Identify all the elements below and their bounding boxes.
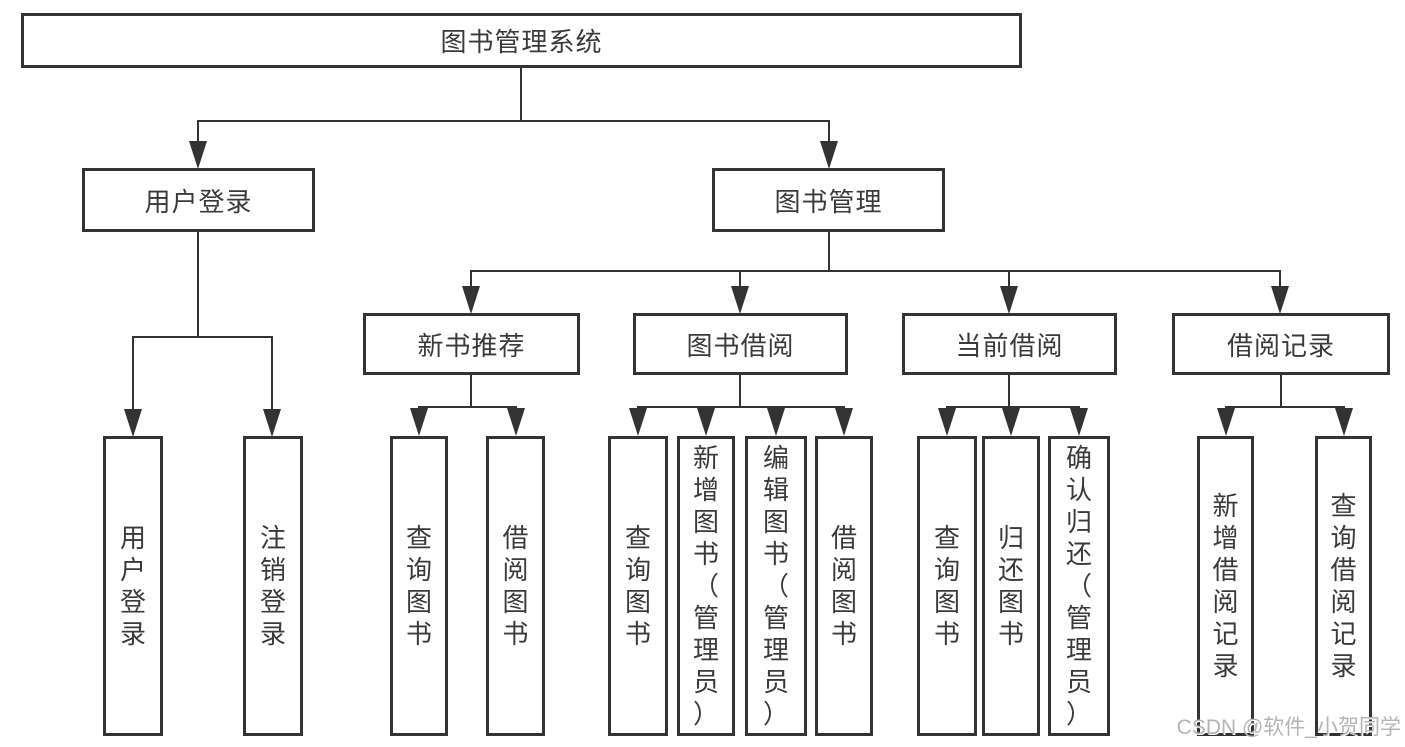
connector-book-borrow-bar — [637, 406, 845, 408]
arrowhead-new-book-child-2 — [507, 408, 525, 436]
leaf-edit-books-admin: 编 辑 图 书 （ 管 理 员 ） — [745, 436, 807, 736]
arrowhead-current-borrow-child-2 — [1002, 408, 1020, 436]
node-book-borrowing-label: 图书借阅 — [686, 330, 795, 361]
arrowhead-to-book-management — [820, 141, 838, 169]
connector-current-borrow-stem — [1008, 375, 1010, 408]
node-library-management-system-label: 图书管理系统 — [440, 27, 603, 57]
leaf-add-borrow-record: 新 增 借 阅 记 录 — [1197, 436, 1254, 736]
connector-book-mgmt-shaft-3 — [1008, 270, 1010, 292]
leaf-current-query-books: 查 询 图 书 — [917, 436, 977, 736]
connector-book-mgmt-stem — [828, 232, 830, 272]
leaf-newbook-borrow-books-label: 借 阅 图 书 — [502, 523, 529, 649]
leaf-user-login-label: 用 户 登 录 — [119, 523, 146, 649]
connector-root-stem — [520, 68, 522, 122]
arrowhead-to-borrow-record — [1271, 286, 1289, 314]
connector-book-mgmt-bar — [470, 270, 1281, 272]
node-current-borrowing-label: 当前借阅 — [955, 330, 1064, 361]
connector-root-shaft-right — [828, 120, 830, 146]
node-book-management-branch: 图书管理 — [712, 168, 945, 232]
leaf-add-borrow-record-label: 新 增 借 阅 记 录 — [1212, 491, 1239, 681]
arrowhead-book-borrow-child-3 — [767, 408, 785, 436]
leaf-newbook-borrow-books: 借 阅 图 书 — [486, 436, 545, 736]
leaf-borrow-books: 借 阅 图 书 — [815, 436, 873, 736]
arrowhead-book-borrow-child-2 — [697, 408, 715, 436]
leaf-borrow-query-books: 查 询 图 书 — [608, 436, 668, 736]
leaf-return-books: 归 还 图 书 — [982, 436, 1040, 736]
connector-user-login-stem — [197, 232, 199, 338]
arrowhead-to-new-book — [462, 286, 480, 314]
connector-current-borrow-bar — [946, 406, 1080, 408]
arrowhead-current-borrow-child-1 — [938, 408, 956, 436]
connector-root-shaft-left — [197, 120, 199, 146]
leaf-return-books-label: 归 还 图 书 — [997, 523, 1024, 649]
leaf-add-books-admin: 新 增 图 书 （ 管 理 员 ） — [677, 436, 735, 736]
connector-borrow-record-bar — [1225, 406, 1345, 408]
node-borrowing-records-label: 借阅记录 — [1226, 330, 1335, 361]
csdn-watermark: CSDN @软件_小贺同学 — [1176, 716, 1401, 739]
node-library-management-system: 图书管理系统 — [21, 13, 1022, 68]
leaf-newbook-query-books-label: 查 询 图 书 — [405, 523, 432, 649]
leaf-add-books-admin-label: 新 增 图 书 （ 管 理 员 ） — [692, 443, 719, 729]
arrowhead-borrow-record-child-1 — [1217, 408, 1235, 436]
leaf-user-login: 用 户 登 录 — [103, 436, 163, 736]
leaf-confirm-return-admin-label: 确 认 归 还 （ 管 理 员 ） — [1065, 443, 1092, 729]
arrowhead-to-book-borrow — [731, 286, 749, 314]
leaf-borrow-books-label: 借 阅 图 书 — [830, 523, 857, 649]
arrowhead-new-book-child-1 — [410, 408, 428, 436]
leaf-logout: 注 销 登 录 — [243, 436, 303, 736]
leaf-query-borrow-record-label: 查 询 借 阅 记 录 — [1330, 491, 1357, 681]
arrowhead-to-login-leaf — [124, 409, 142, 437]
leaf-newbook-query-books: 查 询 图 书 — [390, 436, 448, 736]
connector-user-login-shaft-left — [132, 336, 134, 414]
connector-root-bar — [197, 120, 830, 122]
leaf-edit-books-admin-label: 编 辑 图 书 （ 管 理 员 ） — [762, 443, 789, 729]
arrowhead-current-borrow-child-3 — [1070, 408, 1088, 436]
leaf-current-query-books-label: 查 询 图 书 — [933, 523, 960, 649]
node-new-book-recommend-label: 新书推荐 — [417, 330, 526, 361]
arrowhead-to-logout-leaf — [263, 409, 281, 437]
arrowhead-book-borrow-child-1 — [629, 408, 647, 436]
connector-user-login-shaft-right — [271, 336, 273, 414]
node-new-book-recommend: 新书推荐 — [363, 313, 580, 375]
node-user-login-branch-label: 用户登录 — [144, 186, 253, 217]
connector-book-mgmt-shaft-4 — [1279, 270, 1281, 292]
node-borrowing-records: 借阅记录 — [1172, 313, 1390, 375]
node-book-management-branch-label: 图书管理 — [774, 186, 883, 217]
arrowhead-to-current-borrow — [1000, 286, 1018, 314]
connector-new-book-stem — [470, 375, 472, 408]
node-book-borrowing: 图书借阅 — [633, 313, 848, 375]
connector-book-mgmt-shaft-2 — [739, 270, 741, 292]
leaf-query-borrow-record: 查 询 借 阅 记 录 — [1315, 436, 1372, 736]
leaf-confirm-return-admin: 确 认 归 还 （ 管 理 员 ） — [1048, 436, 1110, 736]
connector-borrow-record-stem — [1280, 375, 1282, 408]
connector-user-login-bar — [132, 336, 273, 338]
connector-book-borrow-stem — [739, 375, 741, 408]
leaf-logout-label: 注 销 登 录 — [259, 523, 286, 649]
leaf-borrow-query-books-label: 查 询 图 书 — [624, 523, 651, 649]
connector-book-mgmt-shaft-1 — [470, 270, 472, 292]
node-current-borrowing: 当前借阅 — [902, 313, 1117, 375]
connector-new-book-bar — [418, 406, 517, 408]
arrowhead-book-borrow-child-4 — [835, 408, 853, 436]
node-user-login-branch: 用户登录 — [82, 168, 315, 232]
arrowhead-to-user-login — [189, 141, 207, 169]
arrowhead-borrow-record-child-2 — [1335, 408, 1353, 436]
